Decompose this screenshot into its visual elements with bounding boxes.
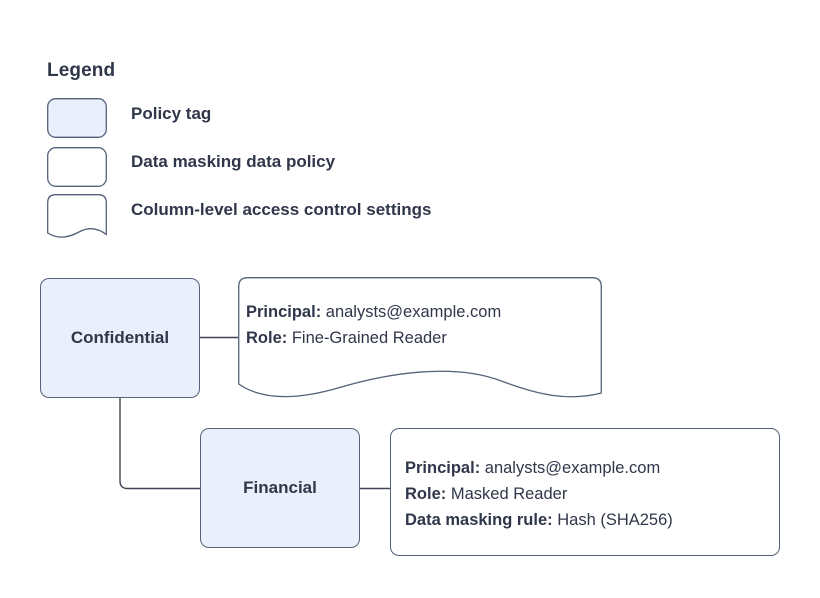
callout-financial-access[interactable]: Principal: analysts@example.com Role: Ma… [390,428,780,556]
callout-line: Principal: analysts@example.com [246,299,501,325]
callout-line-value: Masked Reader [450,485,568,503]
legend-label-data-masking-policy: Data masking data policy [131,152,336,171]
callout-line-value: analysts@example.com [484,459,661,477]
legend-swatch-policy-tag [47,98,107,138]
legend-label-column-access-settings: Column-level access control settings [131,200,432,219]
callout-line-value: Fine-Grained Reader [291,329,447,347]
callout-confidential-access[interactable]: Principal: analysts@example.com Role: Fi… [238,277,602,401]
node-financial[interactable]: Financial [200,428,360,548]
callout-line-key: Principal: [405,459,481,477]
legend-title: Legend [47,60,116,81]
legend-swatch-data-masking-policy [47,147,107,187]
callout-line: Principal: analysts@example.com [405,455,673,481]
callout-line-key: Data masking rule: [405,511,553,529]
callout-line: Role: Fine-Grained Reader [246,325,501,351]
callout-line-key: Principal: [246,303,322,321]
callout-confidential-access-text: Principal: analysts@example.com Role: Fi… [246,299,501,351]
legend-label-policy-tag: Policy tag [131,104,212,123]
callout-line: Role: Masked Reader [405,481,673,507]
callout-line-value: analysts@example.com [325,303,502,321]
callout-line-value: Hash (SHA256) [557,511,673,529]
callout-line-key: Role: [405,485,447,503]
callout-line-key: Role: [246,329,288,347]
callout-line: Data masking rule: Hash (SHA256) [405,507,673,533]
legend-swatch-column-access-settings [47,194,107,238]
callout-financial-access-text: Principal: analysts@example.com Role: Ma… [405,455,673,533]
node-confidential[interactable]: Confidential [40,278,200,398]
connector-confidential-to-financial [119,398,200,490]
